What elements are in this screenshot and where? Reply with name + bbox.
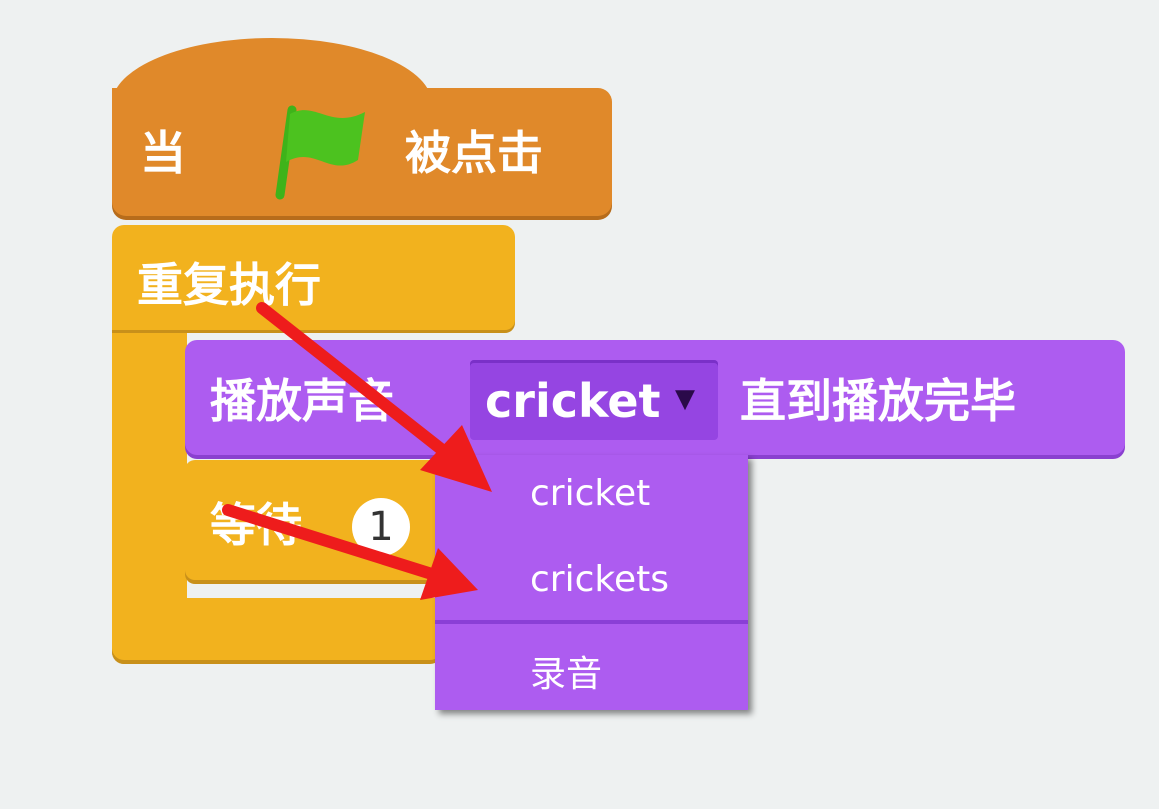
sound-dropdown-menu: cricket crickets 录音	[435, 455, 748, 710]
menu-item-cricket[interactable]: cricket	[530, 473, 651, 514]
selected-sound: cricket	[485, 374, 661, 428]
arrow-icon	[256, 302, 492, 492]
hat-prefix: 当	[140, 126, 186, 180]
sound-dropdown[interactable]: cricket ▼	[470, 360, 718, 440]
when-flag-clicked-block[interactable]	[112, 88, 612, 216]
menu-item-crickets[interactable]: crickets	[530, 559, 669, 600]
menu-item-record[interactable]: 录音	[530, 654, 603, 695]
menu-divider	[435, 620, 748, 624]
sound-suffix: 直到播放完毕	[740, 374, 1016, 428]
forever-block[interactable]	[112, 225, 515, 330]
green-flag-icon	[275, 105, 365, 200]
arrow-icon	[222, 504, 478, 600]
dropdown-arrow-icon: ▼	[675, 384, 695, 414]
forever-block-foot	[112, 598, 442, 660]
hat-suffix: 被点击	[405, 126, 543, 180]
forever-label: 重复执行	[137, 258, 321, 312]
